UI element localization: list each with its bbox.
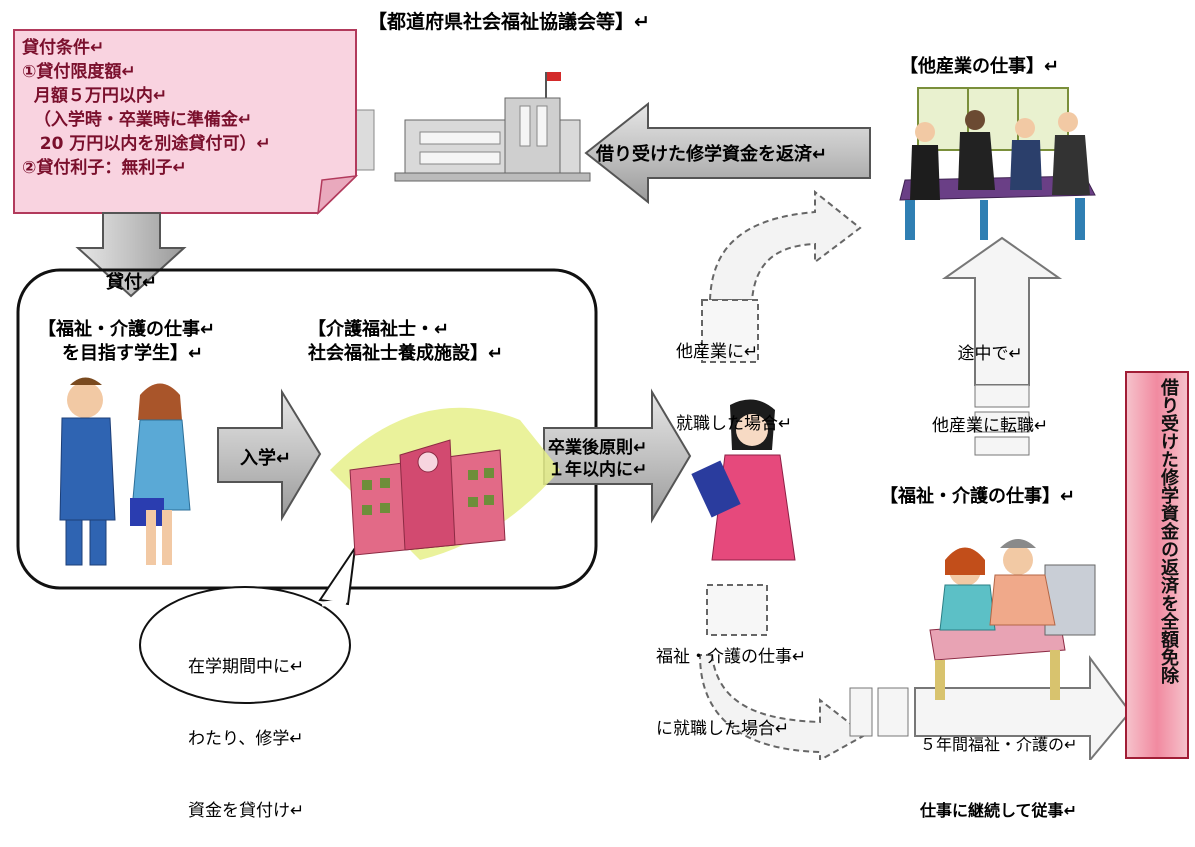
other-industry-dashed-stub <box>701 299 759 363</box>
bubble-text-line: わたり、修学↵ <box>188 729 304 749</box>
top-org-title: 【都道府県社会福祉協議会等】↵ <box>368 11 650 33</box>
other-industry-employed-line: 就職した場合↵ <box>676 414 793 434</box>
loan-arrow <box>75 212 187 298</box>
loan-conditions-line: ①貸付限度額↵ <box>22 62 136 82</box>
welfare-employed-line: に就職した場合↵ <box>656 719 790 739</box>
five-year-arrow <box>849 654 1132 760</box>
welfare-curve-arrow <box>698 654 867 760</box>
loan-conditions-line: （入学時・卒業時に準備金↵ <box>22 110 253 130</box>
exemption-label: 借り受けた修学資金の返済を全額免除 <box>1158 378 1179 684</box>
speech-bubble <box>139 547 356 704</box>
school-illustration <box>330 407 560 560</box>
bubble-text: 在学期間中に↵ わたり、修学↵ 資金を貸付け↵ <box>188 607 304 847</box>
other-industry-curve-arrow <box>708 189 862 301</box>
loan-conditions-line: 月額５万円以内↵ <box>22 86 168 106</box>
loan-conditions-line: ②貸付利子：無利子↵ <box>22 158 187 178</box>
welfare-dashed-stub <box>706 584 768 636</box>
bubble-text-line: 資金を貸付け↵ <box>188 801 305 821</box>
meeting-illustration <box>899 87 1096 240</box>
repay-arrow-label: 借り受けた修学資金を返済↵ <box>596 144 828 165</box>
graduate-arrow <box>543 388 692 524</box>
five-years-line: ５年間福祉・介護の↵ <box>920 735 1078 754</box>
enroll-arrow <box>217 388 322 522</box>
welfare-work-title: 【福祉・介護の仕事】↵ <box>880 486 1076 507</box>
repay-arrow <box>584 101 871 205</box>
care-illustration <box>929 539 1096 700</box>
graduate-label-line: 卒業後原則↵ <box>548 438 648 458</box>
midway-change-segments <box>974 384 1030 456</box>
diagram-graphics <box>13 29 1189 760</box>
students-illustration <box>59 377 191 566</box>
school-title-line: 社会福祉士養成施設】↵ <box>308 343 504 364</box>
school-title-line: 【介護福祉士・↵ <box>308 319 450 340</box>
loan-conditions-text: 貸付条件↵ ①貸付限度額↵ 月額５万円以内↵ （入学時・卒業時に準備金↵ 20 … <box>22 36 271 180</box>
other-industry-title: 【他産業の仕事】↵ <box>900 56 1060 77</box>
welfare-employed-line: 福祉・介護の仕事↵ <box>656 647 807 667</box>
student-title: 【福祉・介護の仕事↵ を目指す学生】↵ <box>38 318 215 366</box>
other-industry-employed: 他産業に↵ 就職した場合↵ <box>676 292 792 460</box>
school-title: 【介護福祉士・↵ 社会福祉士養成施設】↵ <box>308 318 503 366</box>
five-years-label: ５年間福祉・介護の↵ 仕事に継続して従事↵ <box>920 690 1077 844</box>
midway-change-arrow <box>941 236 1063 386</box>
other-industry-employed-line: 他産業に↵ <box>676 342 759 362</box>
building-icon <box>394 72 591 182</box>
loan-arrow-label: 貸付↵ <box>106 272 158 293</box>
midway-change-line: 途中で↵ <box>957 344 1023 364</box>
exemption-box <box>1125 371 1189 759</box>
graduate-label-line: １年以内に↵ <box>548 460 648 480</box>
loan-conditions-heading: 貸付条件↵ <box>22 38 105 58</box>
welfare-employed: 福祉・介護の仕事↵ に就職した場合↵ <box>656 597 806 765</box>
loan-conditions-line: 20 万円以内を別途貸付可）↵ <box>22 134 271 154</box>
bubble-text-line: 在学期間中に↵ <box>188 657 305 677</box>
graduate-person-illustration <box>691 399 796 561</box>
loan-conditions-note <box>13 29 375 216</box>
enroll-label: 入学↵ <box>240 448 292 469</box>
student-title-line: を目指す学生】↵ <box>62 343 204 364</box>
midway-change-line: 他産業に転職↵ <box>932 416 1049 436</box>
student-title-line: 【福祉・介護の仕事↵ <box>38 319 216 340</box>
midway-change-label: 途中で↵ 他産業に転職↵ <box>932 294 1048 462</box>
five-years-line: 仕事に継続して従事↵ <box>920 801 1077 820</box>
graduate-label: 卒業後原則↵ １年以内に↵ <box>548 437 647 481</box>
